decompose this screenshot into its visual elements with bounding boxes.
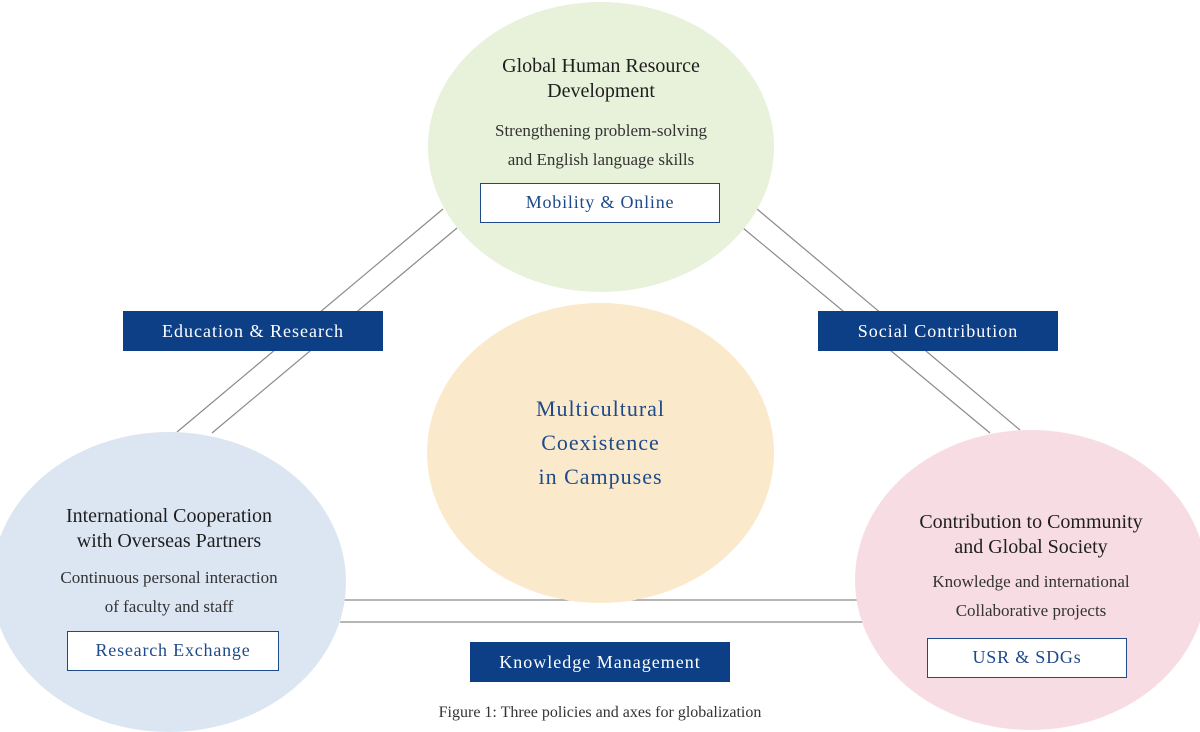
node-title: International Cooperation with Overseas … [0, 504, 346, 554]
figure-caption: Figure 1: Three policies and axes for gl… [438, 704, 762, 721]
knowledge-management-label: Knowledge Management [470, 642, 730, 682]
title-line: International Cooperation [65, 505, 273, 527]
description-line: of faculty and staff [104, 597, 234, 616]
center-line: Multicultural [535, 396, 666, 421]
description-line: Continuous personal interaction [60, 568, 278, 587]
international-cooperation-node: International Cooperation with Overseas … [0, 432, 346, 732]
usr-sdgs-box: USR & SDGs [927, 638, 1127, 678]
center-label: Multicultural Coexistence in Campuses [427, 392, 774, 494]
node-description: Continuous personal interaction of facul… [0, 563, 346, 621]
description-line: and English language skills [507, 150, 695, 169]
node-description: Knowledge and international Collaborativ… [855, 567, 1200, 625]
title-line: Global Human Resource [502, 55, 700, 77]
title-line: Development [547, 80, 655, 102]
center-line: Coexistence [541, 430, 660, 455]
title-line: Contribution to Community [919, 511, 1143, 533]
education-research-label: Education & Research [123, 311, 383, 351]
title-line: with Overseas Partners [76, 530, 262, 552]
description-line: Knowledge and international [932, 572, 1130, 591]
node-title: Contribution to Community and Global Soc… [855, 510, 1200, 560]
multicultural-coexistence-node: Multicultural Coexistence in Campuses [427, 303, 774, 603]
community-contribution-node: Contribution to Community and Global Soc… [855, 430, 1200, 730]
title-line: and Global Society [954, 536, 1108, 558]
global-human-resource-node: Global Human Resource Development Streng… [428, 2, 774, 292]
social-contribution-label: Social Contribution [818, 311, 1058, 351]
description-line: Strengthening problem-solving [494, 121, 707, 140]
mobility-online-box: Mobility & Online [480, 183, 720, 223]
research-exchange-box: Research Exchange [67, 631, 279, 671]
node-title: Global Human Resource Development [428, 54, 774, 104]
description-line: Collaborative projects [955, 601, 1107, 620]
center-line: in Campuses [538, 464, 663, 489]
node-description: Strengthening problem-solving and Englis… [428, 116, 774, 174]
